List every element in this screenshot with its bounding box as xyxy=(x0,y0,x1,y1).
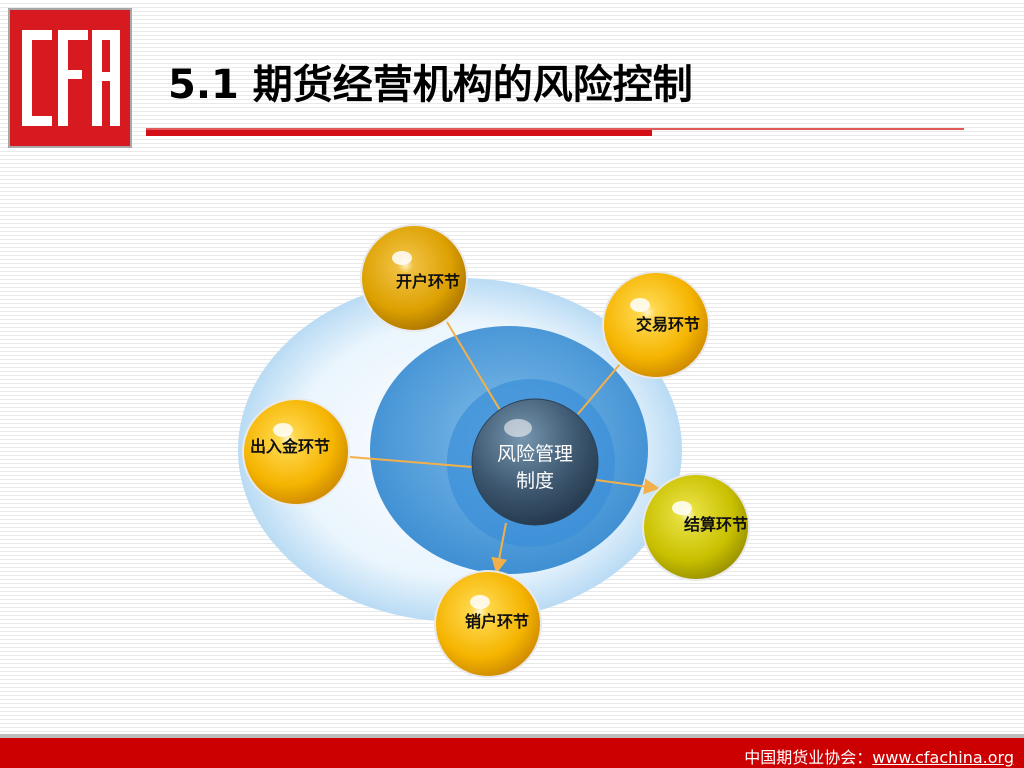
node-account-closing: 销户环节 xyxy=(434,570,542,678)
node-label-funds: 出入金环节 xyxy=(250,437,330,456)
connector-settlement xyxy=(595,478,660,495)
footer-url-link[interactable]: www.cfachina.org xyxy=(872,748,1014,767)
center-label-line2: 制度 xyxy=(516,470,554,492)
connector-account-closing xyxy=(491,522,508,574)
connector-account-opening xyxy=(446,321,501,411)
node-funds: 出入金环节 xyxy=(242,398,350,506)
node-label-account-opening: 开户环节 xyxy=(396,272,460,291)
footer-divider xyxy=(0,734,1024,738)
page-title: 5.1 期货经营机构的风险控制 xyxy=(168,62,693,108)
node-label-account-closing: 销户环节 xyxy=(465,612,529,631)
center-node-risk-management: 风险管理 制度 xyxy=(471,398,599,526)
title-underline-thick xyxy=(146,130,652,136)
node-label-settlement: 结算环节 xyxy=(683,515,748,534)
center-label-line1: 风险管理 xyxy=(497,443,573,465)
cfa-logo xyxy=(8,8,132,148)
footer-text: 中国期货业协会：www.cfachina.org xyxy=(744,744,1014,768)
cfa-logo-mark xyxy=(10,10,130,146)
node-account-opening: 开户环节 xyxy=(360,224,468,332)
node-label-trading: 交易环节 xyxy=(636,315,700,334)
node-settlement: 结算环节 xyxy=(642,473,750,581)
node-trading: 交易环节 xyxy=(602,271,710,379)
footer-bar: 中国期货业协会：www.cfachina.org xyxy=(0,738,1024,768)
title-underline-thin xyxy=(146,128,964,130)
connector-funds xyxy=(349,456,473,468)
footer-org: 中国期货业协会： xyxy=(744,748,873,767)
